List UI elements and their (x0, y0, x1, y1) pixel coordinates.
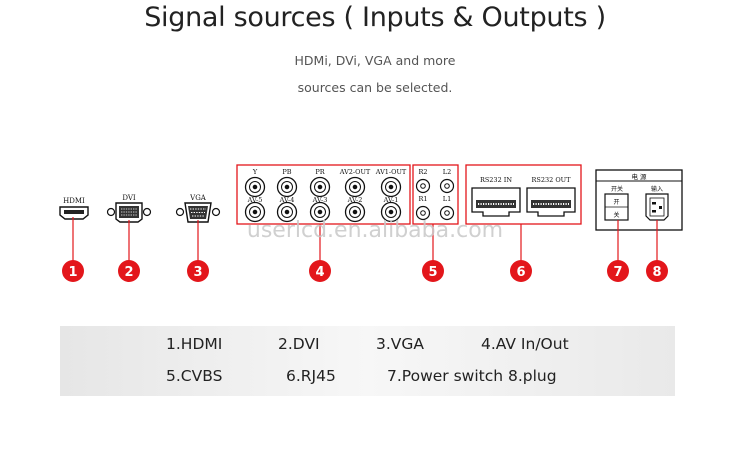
av-label-av4: AV-4 (279, 196, 295, 204)
marker-6-number: 6 (516, 265, 525, 280)
marker-4: 4 (309, 260, 331, 282)
legend-item-dvi: 2.DVI (278, 335, 320, 353)
subtitle-line-2: sources can be selected. (297, 80, 453, 95)
power-header-label: 电 源 (631, 172, 647, 181)
rca-jack-icon (415, 205, 431, 221)
power-switch-label: 开关 (611, 185, 623, 193)
bnc-connector-icon (276, 176, 298, 198)
power-plug-icon (645, 193, 669, 221)
cvbs-panel: R2 L2 R1 L1 (412, 164, 459, 225)
marker-7: 7 (607, 260, 629, 282)
marker-1-number: 1 (68, 265, 77, 280)
av-label-av2: AV-2 (347, 196, 363, 204)
marker-2-number: 2 (124, 265, 133, 280)
subtitle-line-1: HDMi, DVi, VGA and more (294, 53, 456, 68)
dvi-port-label: DVI (122, 194, 136, 202)
marker-1: 1 (62, 260, 84, 282)
marker-7-number: 7 (613, 265, 622, 280)
av-label-y: Y (252, 168, 258, 176)
marker-5: 5 (422, 260, 444, 282)
legend-item-hdmi: 1.HDMI (166, 335, 223, 353)
rs232-out-label: RS232 OUT (532, 176, 572, 184)
legend-panel: 1.HDMI 2.DVI 3.VGA 4.AV In/Out 5.CVBS 6.… (60, 326, 675, 396)
bnc-connector-icon (380, 201, 402, 223)
av-label-av3: AV-3 (312, 196, 328, 204)
rca-jack-icon (439, 178, 455, 194)
av-label-pb: PB (282, 168, 291, 176)
marker-8-number: 8 (652, 265, 661, 280)
rca-jack-icon (415, 178, 431, 194)
power-plug-label: 输入 (651, 185, 663, 193)
bnc-connector-icon (309, 201, 331, 223)
hdmi-port-icon: HDMI (59, 197, 89, 220)
marker-3-number: 3 (193, 265, 202, 280)
marker-8: 8 (646, 260, 668, 282)
switch-off-label: 关 (613, 211, 619, 219)
bnc-connector-icon (244, 201, 266, 223)
vga-port-icon: VGA (175, 194, 221, 223)
page-title: Signal sources ( Inputs & Outputs ) (144, 2, 606, 33)
av-label-av1-out: AV1-OUT (375, 168, 407, 176)
rs232-in-label: RS232 IN (480, 176, 512, 184)
legend-item-power: 7.Power switch 8.plug (387, 367, 557, 385)
marker-6: 6 (510, 260, 532, 282)
audio-label-l2: L2 (443, 168, 451, 176)
av-label-pr: PR (315, 168, 325, 176)
vga-port-label: VGA (189, 194, 207, 202)
bnc-connector-icon (344, 176, 366, 198)
power-switch-icon: 开 关 (604, 193, 629, 221)
legend-item-av: 4.AV In/Out (481, 335, 569, 353)
ports-diagram: HDMI DVI VGA (59, 164, 683, 282)
bnc-connector-icon (276, 201, 298, 223)
audio-label-r2: R2 (418, 168, 427, 176)
av-label-av2-out: AV2-OUT (339, 168, 371, 176)
rj45-port-icon (471, 187, 521, 217)
bnc-connector-icon (344, 201, 366, 223)
marker-2: 2 (118, 260, 140, 282)
av-label-av1: AV-1 (383, 196, 399, 204)
audio-label-l1: L1 (443, 195, 451, 203)
legend-item-rj45: 6.RJ45 (286, 367, 336, 385)
rj45-port-icon (526, 187, 576, 217)
switch-on-label: 开 (613, 199, 619, 206)
bnc-connector-icon (244, 176, 266, 198)
legend-item-cvbs: 5.CVBS (166, 367, 223, 385)
marker-3: 3 (187, 260, 209, 282)
rca-jack-icon (439, 205, 455, 221)
legend-item-vga: 3.VGA (376, 335, 425, 353)
av-label-av5: AV-5 (247, 196, 263, 204)
marker-4-number: 4 (315, 265, 324, 280)
dvi-port-icon: DVI (106, 194, 152, 223)
bnc-connector-icon (380, 176, 402, 198)
av-panel: Y PB PR AV2-OUT AV1-OUT AV-5 AV-4 AV-3 A… (236, 164, 411, 225)
power-panel: 电 源 开关 输入 开 关 (595, 169, 683, 231)
audio-label-r1: R1 (418, 195, 427, 203)
watermark: userlcd.en.alibaba.com (247, 218, 503, 243)
hdmi-port-label: HDMI (63, 197, 85, 205)
rj45-panel: RS232 IN RS232 OUT (465, 164, 582, 225)
marker-5-number: 5 (428, 265, 437, 280)
bnc-connector-icon (309, 176, 331, 198)
